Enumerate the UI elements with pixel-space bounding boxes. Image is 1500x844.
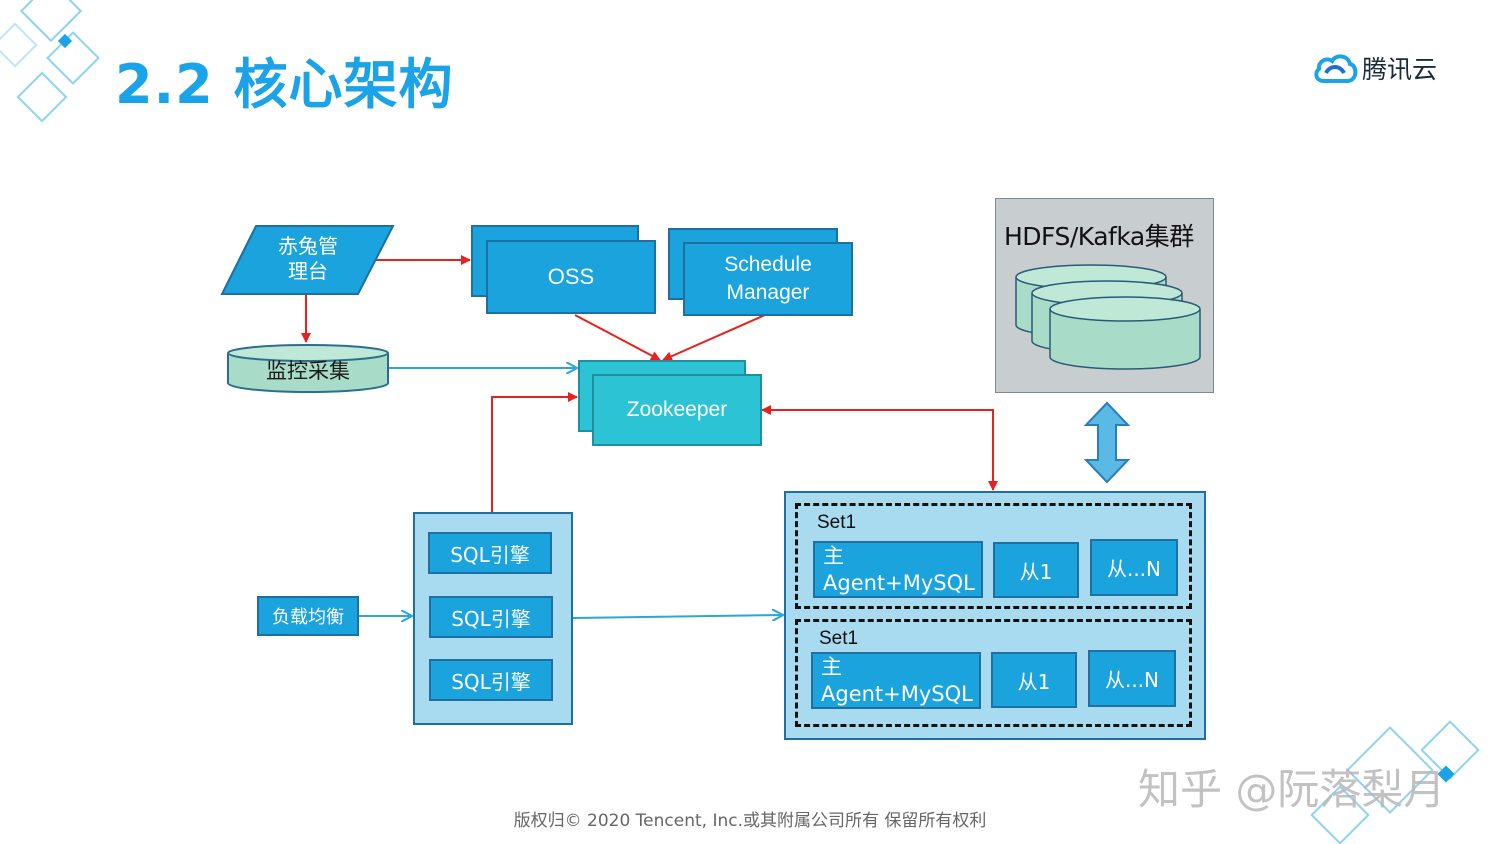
- watermark: 知乎 @阮落梨月: [1138, 765, 1446, 814]
- mgmt-console: 赤兔管 理台: [250, 228, 366, 290]
- load-balancer-box: 负载均衡: [257, 596, 359, 636]
- double-arrow-hdfs-sets: [1083, 401, 1131, 484]
- arrow-sql-to-sets: [572, 615, 783, 618]
- set2-slave1: 从1: [991, 652, 1077, 708]
- set1-master: 主 Agent+MySQL: [813, 541, 983, 598]
- tencent-cloud-logo: 腾讯云: [1312, 50, 1437, 86]
- set-group-2: [795, 619, 1192, 727]
- copyright-footer: 版权归© 2020 Tencent, Inc.或其附属公司所有 保留所有权利: [513, 811, 987, 831]
- zookeeper-box: Zookeeper: [592, 374, 762, 446]
- sql-engine-label: SQL引擎: [451, 606, 531, 631]
- monitor-label: 监控采集: [266, 359, 350, 383]
- slave1-label: 从1: [1017, 669, 1051, 694]
- set1-slaveN: 从...N: [1090, 539, 1178, 596]
- sql-engine-label: SQL引擎: [450, 542, 530, 567]
- schedule-manager-box: Schedule Manager: [683, 242, 853, 316]
- master-label: 主 Agent+MySQL: [823, 543, 975, 595]
- arrow-sql-to-zk: [491, 392, 578, 512]
- logo-text: 腾讯云: [1362, 55, 1438, 84]
- corner-decoration-bottom-right: [1310, 720, 1480, 844]
- monitor-cylinder: [227, 344, 389, 393]
- zookeeper-label: Zookeeper: [626, 398, 728, 421]
- set2-master: 主 Agent+MySQL: [811, 652, 981, 709]
- cloud-icon: [1314, 54, 1358, 83]
- master-label: 主 Agent+MySQL: [821, 654, 973, 706]
- arrow-schedule-to-zk: [662, 314, 766, 361]
- sql-engine-1: SQL引擎: [428, 532, 552, 574]
- sql-engine-3: SQL引擎: [429, 659, 553, 701]
- arrow-zk-sets: [761, 405, 998, 491]
- set-label: Set1: [817, 512, 857, 533]
- slave1-label: 从1: [1019, 559, 1053, 584]
- schedule-manager-label: Schedule Manager: [724, 253, 812, 304]
- oss-box: OSS: [486, 240, 656, 314]
- storage-cylinders: [1015, 264, 1201, 370]
- mgmt-console-shape: [220, 225, 395, 295]
- corner-decoration-top-left: [0, 0, 100, 123]
- set-group-1: [795, 503, 1192, 609]
- set2-slaveN: 从...N: [1088, 650, 1176, 707]
- oss-label: OSS: [547, 264, 595, 289]
- hdfs-kafka-cluster: HDFS/Kafka集群: [995, 198, 1214, 393]
- sql-engine-2: SQL引擎: [429, 596, 553, 638]
- set-label: Set1: [819, 628, 859, 649]
- page-title: 2.2 核心架构: [115, 53, 454, 116]
- arrow-oss-to-zk: [574, 314, 661, 361]
- set1-slave1: 从1: [993, 542, 1079, 598]
- sql-engine-label: SQL引擎: [451, 669, 531, 694]
- slaveN-label: 从...N: [1106, 557, 1162, 581]
- mgmt-console-label: 赤兔管 理台: [278, 234, 338, 283]
- load-balancer-label: 负载均衡: [272, 607, 344, 628]
- monitor-collect: 监控采集: [228, 354, 388, 386]
- hdfs-kafka-label: HDFS/Kafka集群: [1004, 222, 1194, 251]
- slaveN-label: 从...N: [1104, 668, 1160, 692]
